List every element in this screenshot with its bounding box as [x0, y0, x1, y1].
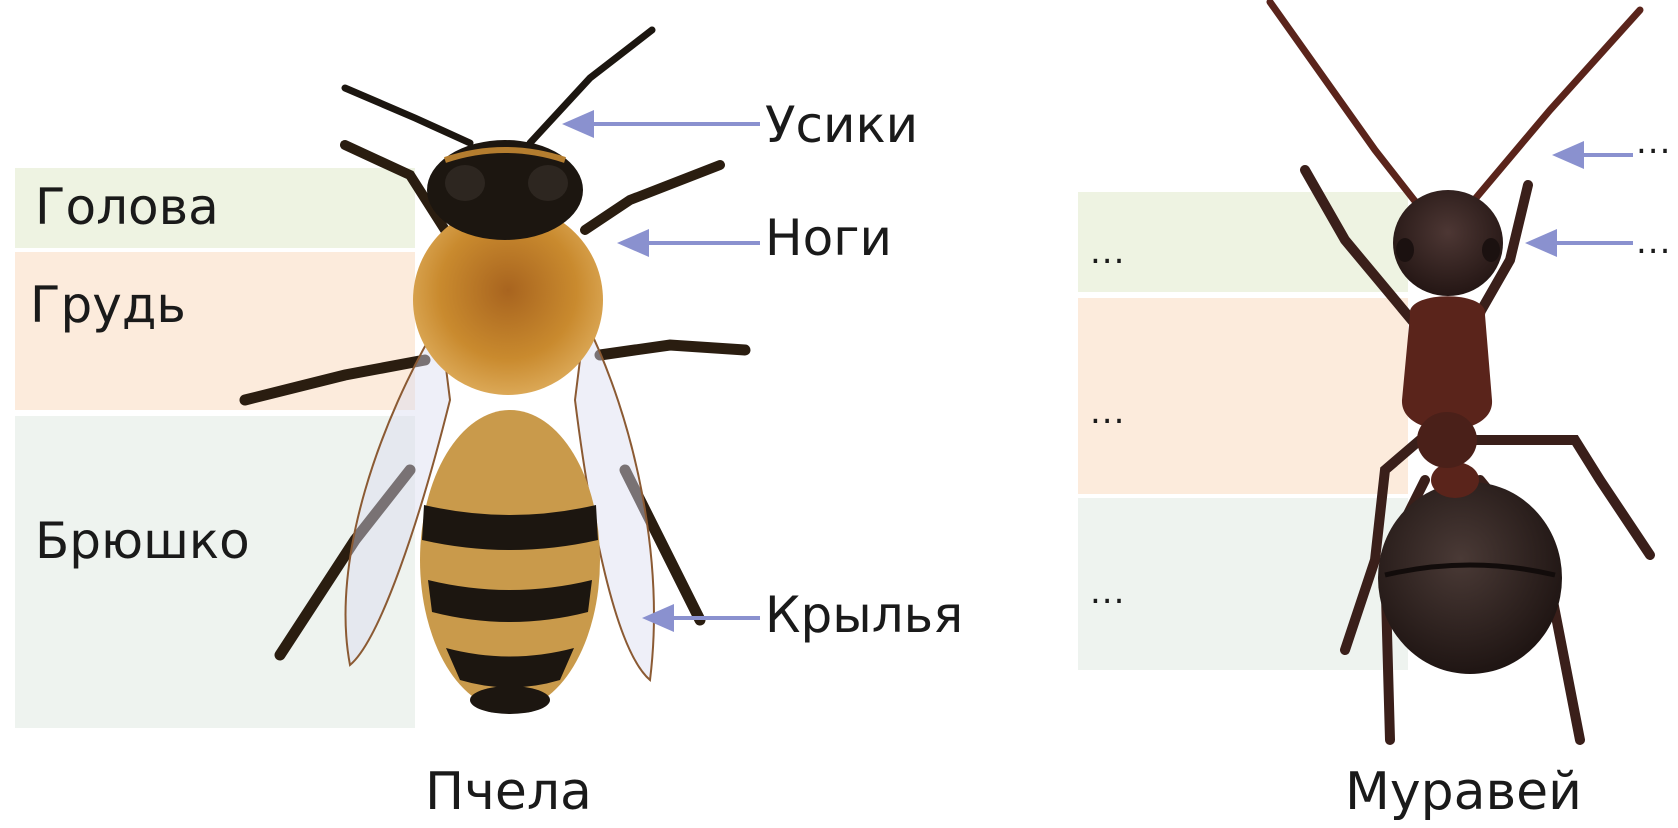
bee-wings-callout: Крылья: [765, 590, 963, 640]
ant-name: Муравей: [1345, 766, 1582, 818]
arrow-left-icon: [562, 110, 760, 138]
bee-antenna-left: [345, 88, 470, 143]
bee-antennae-callout: Усики: [765, 100, 918, 150]
ant-antennae-callout: ...: [1636, 125, 1671, 159]
ant-antenna-left: [1270, 2, 1418, 205]
ant-abdomen: [1378, 482, 1562, 674]
ant-abdomen-label: ...: [1090, 575, 1125, 609]
bee-legs-callout: Ноги: [765, 213, 892, 263]
ant-legs-callout: ...: [1636, 225, 1671, 259]
arrow-left-icon: [1552, 141, 1633, 169]
arrow-left-icon: [642, 604, 760, 632]
bee-thorax-label: Грудь: [30, 280, 186, 330]
ant-thorax: [1402, 296, 1492, 430]
ant-illustration: [1270, 2, 1650, 740]
ant-antenna-right: [1470, 10, 1640, 205]
arrow-left-icon: [1525, 229, 1633, 257]
bee-leg: [600, 345, 745, 355]
bee-abdomen-label: Брюшко: [35, 516, 250, 566]
arrow-left-icon: [617, 229, 760, 257]
bee-head-label: Голова: [35, 182, 219, 232]
ant-thorax-label: ...: [1090, 395, 1125, 429]
bee-leg: [245, 360, 425, 400]
bee-name: Пчела: [425, 766, 592, 818]
bee-leg: [585, 165, 720, 230]
ant-head-label: ...: [1090, 235, 1125, 269]
